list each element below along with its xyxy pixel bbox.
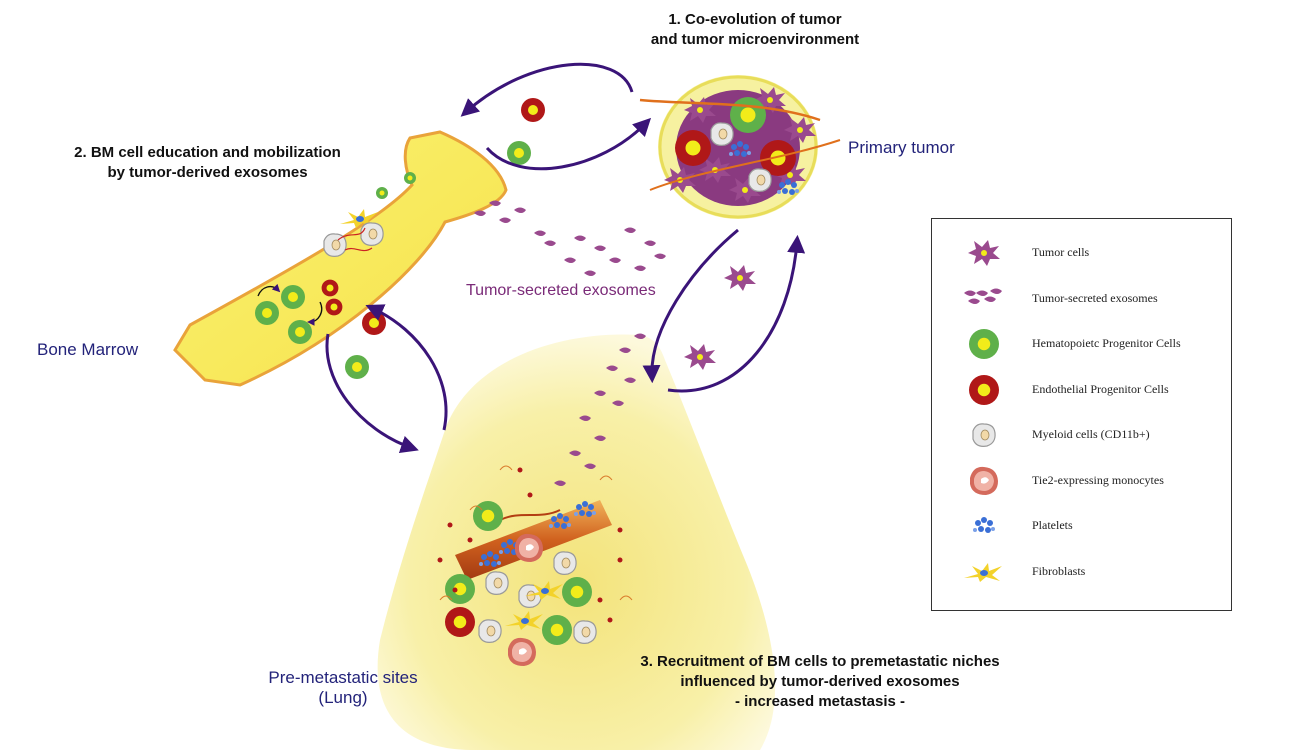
fibroblast-icon [964, 562, 1002, 582]
legend-item-exosome: Tumor-secreted exosomes [932, 279, 1231, 319]
platelet-icon [973, 517, 995, 533]
legend-item-tie2-monocyte: Tie2-expressing monocytes [932, 461, 1231, 501]
premetastatic-line1: Pre-metastatic sites [268, 668, 418, 687]
exosomes-label: Tumor-secreted exosomes [466, 282, 656, 299]
legend-label: Hematopoietc Progenitor Cells [1032, 336, 1181, 350]
cycle-arrows [325, 62, 806, 453]
legend-item-platelet: Platelets [932, 506, 1231, 546]
legend-label: Tie2-expressing monocytes [1032, 472, 1164, 487]
legend-item-hematopoietic-cell: Hematopoietc Progenitor Cells [932, 324, 1231, 364]
legend-label: Tumor cells [1032, 245, 1090, 259]
step1-line1: 1. Co-evolution of tumor [668, 11, 842, 28]
legend-item-endothelial-cell: Endothelial Progenitor Cells [932, 370, 1231, 410]
legend-label: Endothelial Progenitor Cells [1032, 381, 1169, 396]
premetastatic-niche [437, 465, 633, 666]
legend-label: Fibroblasts [1032, 563, 1086, 578]
legend-label: Myeloid cells (CD11b+) [1032, 427, 1150, 441]
step2-line2: by tumor-derived exosomes [107, 164, 308, 181]
step2-line1: 2. BM cell education and mobilization [74, 144, 341, 161]
bone-marrow-label: Bone Marrow [37, 340, 139, 359]
step1-label: 1. Co-evolution of tumor and tumor micro… [640, 10, 870, 50]
tumor-cell-icon [968, 240, 1000, 266]
legend-item-myeloid-cell: Myeloid cells (CD11b+) [932, 415, 1231, 455]
step1-line2: and tumor microenvironment [650, 31, 860, 48]
legend-label: Tumor-secreted exosomes [1032, 290, 1158, 305]
step3-line3: - increased metastasis - [734, 693, 906, 710]
legend-item-tumor-cell: Tumor cells [932, 233, 1231, 273]
lung-shape [377, 334, 776, 750]
hematopoietic-cell-icon [969, 329, 999, 359]
step3-line2: influenced by tumor-derived exosomes [680, 673, 960, 690]
primary-tumor-label: Primary tumor [848, 138, 955, 157]
step2-label: 2. BM cell education and mobilization by… [50, 143, 365, 183]
legend-label: Platelets [1032, 518, 1073, 532]
exosome-icon [964, 288, 1002, 304]
primary-tumor-mass [639, 75, 841, 219]
myeloid-cell-icon [972, 423, 996, 447]
premetastatic-label: Pre-metastatic sites (Lung) [258, 668, 428, 708]
step3-label: 3. Recruitment of BM cells to premetasta… [610, 652, 1030, 712]
tie2-monocyte-icon [970, 466, 998, 495]
endothelial-cell-icon [969, 374, 999, 405]
bone-marrow-cells [255, 172, 416, 344]
bone-marrow-shape [173, 130, 508, 387]
step3-line1: 3. Recruitment of BM cells to premetasta… [640, 653, 1000, 670]
legend-item-fibroblast: Fibroblasts [932, 552, 1231, 592]
premetastatic-line2: (Lung) [318, 688, 368, 707]
